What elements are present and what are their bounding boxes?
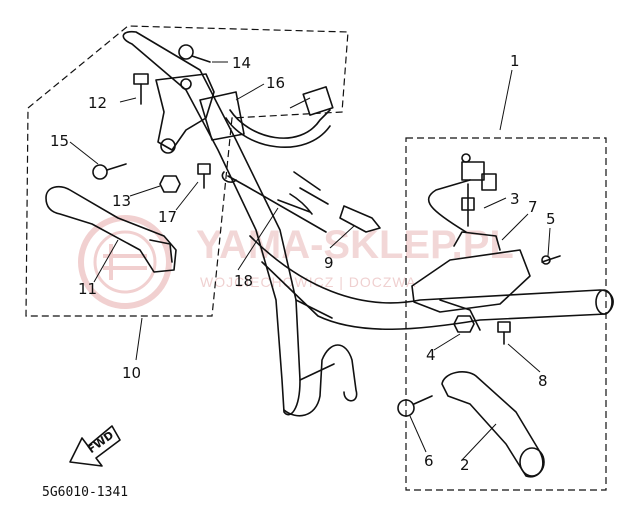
- callout-18: 18: [234, 272, 253, 290]
- callout-1: 1: [510, 52, 520, 70]
- left-assembly-boundary: [25, 25, 349, 317]
- callout-12: 12: [88, 94, 107, 112]
- left-perch-assembly: [155, 73, 331, 154]
- screw-6: [397, 395, 433, 417]
- watermark-logo: [78, 215, 172, 309]
- callout-9: 9: [324, 254, 334, 272]
- fwd-label: FWD: [85, 429, 116, 456]
- callout-14: 14: [232, 54, 251, 72]
- screw-12: [133, 73, 149, 105]
- callout-13: 13: [112, 192, 131, 210]
- watermark-brand: YAMA-SKLEP.PL: [196, 223, 514, 267]
- nut-13: [159, 175, 181, 193]
- callout-numbers: 1 2 3 4 5 6 7 8 9 10 11 12 13 14 15 16 1…: [50, 52, 556, 474]
- screw-15: [92, 163, 127, 180]
- handlebar: [122, 30, 614, 417]
- callout-4: 4: [426, 346, 436, 364]
- left-lever-11: [45, 185, 177, 273]
- screw-14: [178, 44, 211, 63]
- cable-18: [221, 171, 327, 233]
- callout-17: 17: [158, 208, 177, 226]
- screw-17: [197, 163, 211, 189]
- callout-6: 6: [424, 452, 434, 470]
- right-lever-2: [441, 371, 545, 478]
- callout-11: 11: [78, 280, 97, 298]
- switch-9: [339, 205, 381, 233]
- part-code: 5G6010-1341: [42, 485, 128, 500]
- watermark-sub: WOJCIECHOWICZ | DOCZWA: [200, 274, 416, 290]
- screw-8: [497, 321, 511, 345]
- callout-10: 10: [122, 364, 141, 382]
- switch-wires: [277, 171, 329, 215]
- connector-16: [289, 86, 334, 116]
- callout-15: 15: [50, 132, 69, 150]
- screw-5: [541, 255, 561, 265]
- leader-lines: [69, 61, 551, 461]
- nut-4: [453, 315, 475, 333]
- callout-8: 8: [538, 372, 548, 390]
- watermark: YAMA-SKLEP.PL WOJCIECHOWICZ | DOCZWA: [78, 215, 514, 309]
- callout-5: 5: [546, 210, 556, 228]
- fwd-arrow: FWD: [69, 425, 121, 467]
- switch-assembly-3: [461, 153, 497, 227]
- callout-2: 2: [460, 456, 470, 474]
- callout-7: 7: [528, 198, 538, 216]
- callout-3: 3: [510, 190, 520, 208]
- right-master-cylinder: [411, 179, 531, 331]
- callout-16: 16: [266, 74, 285, 92]
